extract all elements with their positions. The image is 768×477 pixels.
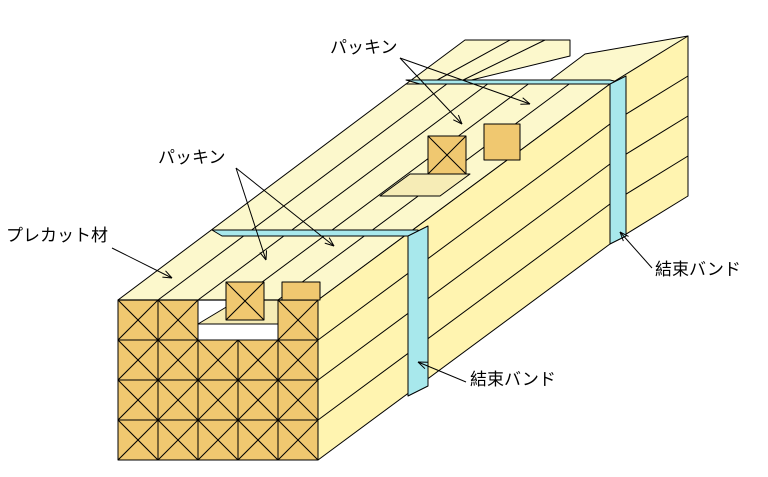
- end-grain-x2: [117, 379, 159, 421]
- leader-packing-left-b: [235, 167, 335, 247]
- end-grain-x2: [237, 419, 279, 461]
- band-back-top: [405, 79, 627, 85]
- end-grain-cell: [197, 339, 239, 381]
- front-end-grid: [117, 299, 319, 461]
- leader-packing-left-b-head-a: [324, 242, 335, 247]
- end-grain-cell: [117, 379, 159, 421]
- leader-precut-line: [111, 247, 173, 279]
- binding-bands: [211, 75, 627, 397]
- leader-precut: [111, 247, 173, 279]
- leader-packing-top-a: [399, 57, 463, 125]
- end-grain-cell: [197, 419, 239, 461]
- end-grain-cell: [157, 379, 199, 421]
- leader-band-bottom: [417, 361, 467, 383]
- leader-band-right: [619, 231, 653, 269]
- side-seam-3: [317, 203, 611, 421]
- end-grain-cell: [157, 339, 199, 381]
- leader-packing-top-b: [399, 57, 531, 105]
- packing-block-front-x2: [225, 281, 265, 321]
- label-packing-left: パッキン: [158, 148, 226, 168]
- side-seam-2: [317, 163, 611, 381]
- end-grain-x2: [157, 299, 199, 341]
- top-seam-1: [157, 83, 448, 301]
- leader-packing-top-a-head-a: [453, 119, 463, 125]
- packing-block-mid-x2: [427, 135, 467, 175]
- end-grain-x2: [277, 379, 319, 421]
- leader-packing-left-a-head-a: [259, 252, 267, 261]
- leader-packing-left-a-head-b: [265, 250, 268, 261]
- end-grain-cell: [237, 419, 279, 461]
- leader-packing-left-b-head-b: [328, 237, 335, 247]
- leader-packing-left-b-line: [235, 167, 335, 247]
- end-grain-cell: [157, 419, 199, 461]
- leader-lines: [111, 57, 653, 383]
- back-seam-2: [454, 39, 546, 85]
- end-grain-cell: [237, 379, 279, 421]
- band-front-side: [407, 225, 429, 397]
- side-seam-1: [317, 123, 611, 341]
- end-grain-x2: [197, 379, 239, 421]
- end-grain-x2: [277, 339, 319, 381]
- end-grain-cell: [237, 339, 279, 381]
- packing-block-front-2: [281, 281, 321, 301]
- packing-blocks: [225, 123, 521, 321]
- label-packing-top: パッキン: [330, 38, 398, 58]
- end-grain-x2: [157, 339, 199, 381]
- end-grain-x2: [117, 299, 159, 341]
- end-grain-x2: [237, 339, 279, 381]
- end-grain-x2: [117, 339, 159, 381]
- label-precut-lumber: プレカット材: [6, 226, 108, 246]
- leader-packing-left-a-line: [235, 167, 267, 261]
- leader-band-right-head-b: [619, 231, 624, 242]
- leader-precut-head-a: [162, 276, 173, 279]
- end-grain-cell: [277, 379, 319, 421]
- end-grain-cell: [277, 419, 319, 461]
- label-band-right: 結束バンド: [655, 260, 741, 280]
- end-grain-x2: [157, 419, 199, 461]
- back-structure: [405, 35, 689, 85]
- packing-block-mid: [427, 135, 467, 175]
- back-top-left: [405, 39, 571, 85]
- band-back-side: [609, 75, 627, 245]
- end-grain-x2: [117, 419, 159, 461]
- end-grain-cell: [117, 299, 159, 341]
- end-grain-cell: [277, 299, 319, 341]
- end-grain-cell: [117, 419, 159, 461]
- end-grain-x2: [237, 379, 279, 421]
- end-grain-x2: [197, 339, 239, 381]
- packing-block-mid-2: [483, 123, 521, 161]
- packing-block-front: [225, 281, 265, 321]
- end-grain-cell: [277, 339, 319, 381]
- leader-packing-left-a: [235, 167, 268, 261]
- end-grain-x2: [277, 299, 319, 341]
- end-grain-x2: [157, 379, 199, 421]
- leader-packing-top-a-head-b: [457, 114, 463, 125]
- back-seam-1: [429, 39, 511, 85]
- leader-packing-top-b-line: [399, 57, 531, 105]
- label-band-bottom: 結束バンド: [470, 370, 556, 390]
- mid-notch: [379, 173, 471, 197]
- leader-band-bottom-line: [417, 361, 467, 383]
- leader-packing-top-b-head-b: [522, 97, 531, 105]
- top-seam-2: [197, 83, 488, 301]
- end-grain-cell: [117, 339, 159, 381]
- leader-band-right-line: [619, 231, 653, 269]
- end-grain-x2: [197, 419, 239, 461]
- end-grain-x2: [277, 419, 319, 461]
- top-seam-3: [237, 83, 529, 301]
- leader-band-right-head-a: [619, 231, 629, 237]
- end-grain-cell: [157, 299, 199, 341]
- leader-packing-top-a-line: [399, 57, 463, 125]
- leader-precut-head-b: [165, 270, 173, 279]
- leader-band-bottom-head-b: [417, 361, 426, 370]
- end-grain-cell: [197, 379, 239, 421]
